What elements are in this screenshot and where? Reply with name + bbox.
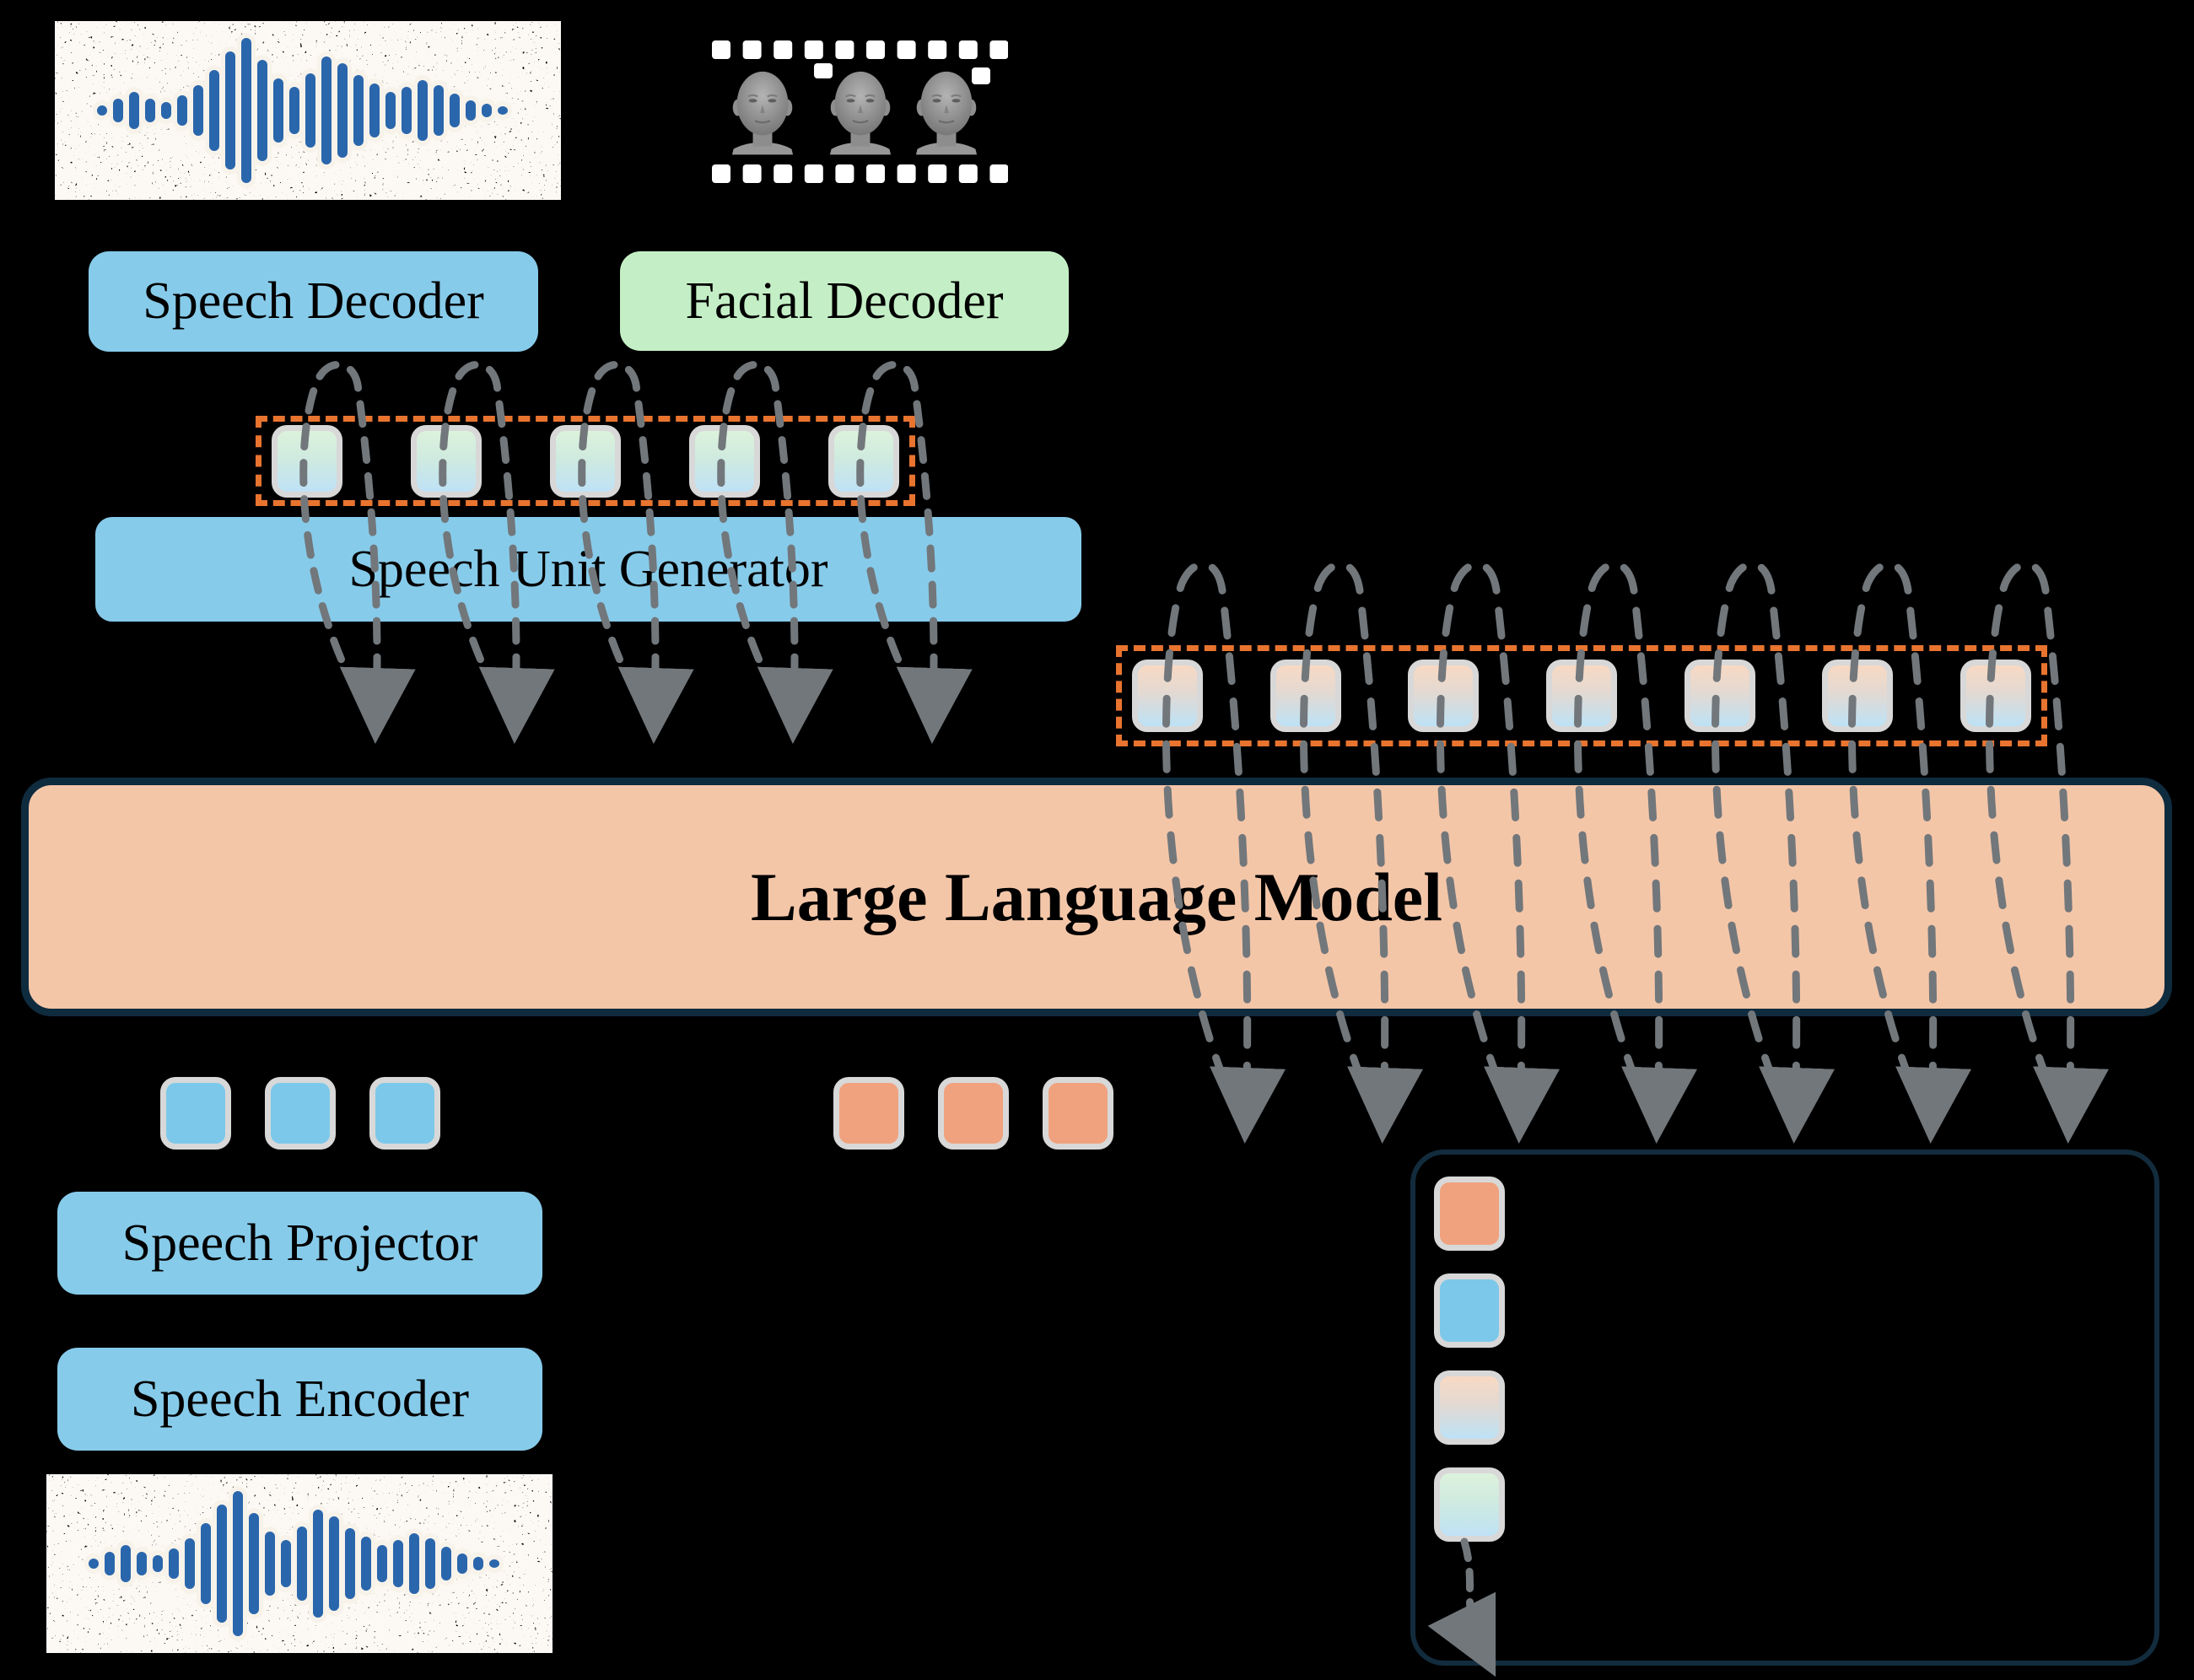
text-token-group <box>833 1077 1113 1150</box>
generated-token <box>1960 660 2031 732</box>
facial-decoder-box: Facial Decoder <box>620 251 1069 351</box>
speech-embedding-token-group <box>160 1077 440 1150</box>
speech-unit-token <box>689 424 760 498</box>
text-token <box>833 1077 904 1150</box>
speech-unit-generator-label: Speech Unit Generator <box>348 540 828 598</box>
legend-generated-token-swatch <box>1434 1370 1505 1445</box>
speech-unit-token <box>828 424 899 498</box>
generated-token <box>1822 660 1894 732</box>
generated-token <box>1132 660 1203 732</box>
legend-swatches <box>1434 1177 1505 1542</box>
legend-text-token-swatch <box>1434 1177 1505 1251</box>
legend-speech-token-swatch <box>1434 1273 1505 1348</box>
speech-embedding-token <box>265 1077 336 1150</box>
speech-embedding-token <box>160 1077 231 1150</box>
film-sprocket-holes <box>712 40 1008 183</box>
speech-unit-token-row <box>256 416 915 506</box>
llm-label: Large Language Model <box>751 858 1442 935</box>
legend-unit-token-swatch <box>1434 1467 1505 1542</box>
generated-token <box>1408 660 1480 732</box>
generated-token <box>1545 660 1617 732</box>
large-language-model-box: Large Language Model <box>21 778 2172 1016</box>
legend-box <box>1410 1150 2159 1666</box>
speech-unit-token <box>272 424 342 498</box>
text-token <box>938 1077 1009 1150</box>
generated-token <box>1684 660 1755 732</box>
speech-waveform-output-icon <box>55 21 561 200</box>
facial-frames-film-strip-icon <box>712 40 1008 183</box>
speech-unit-token <box>550 424 621 498</box>
speech-waveform-input-icon <box>46 1474 553 1653</box>
speech-projector-box: Speech Projector <box>57 1192 542 1295</box>
speech-projector-label: Speech Projector <box>121 1214 478 1272</box>
text-token <box>1043 1077 1113 1150</box>
generated-token-row <box>1116 645 2047 746</box>
speech-decoder-label: Speech Decoder <box>143 272 484 330</box>
speech-decoder-box: Speech Decoder <box>89 251 538 352</box>
speech-encoder-box: Speech Encoder <box>57 1348 542 1451</box>
speech-unit-token <box>411 424 482 498</box>
speech-embedding-token <box>369 1077 440 1150</box>
speech-encoder-label: Speech Encoder <box>130 1370 470 1428</box>
speech-unit-generator-box: Speech Unit Generator <box>95 517 1081 622</box>
facial-decoder-label: Facial Decoder <box>685 272 1004 330</box>
generated-token <box>1270 660 1341 732</box>
